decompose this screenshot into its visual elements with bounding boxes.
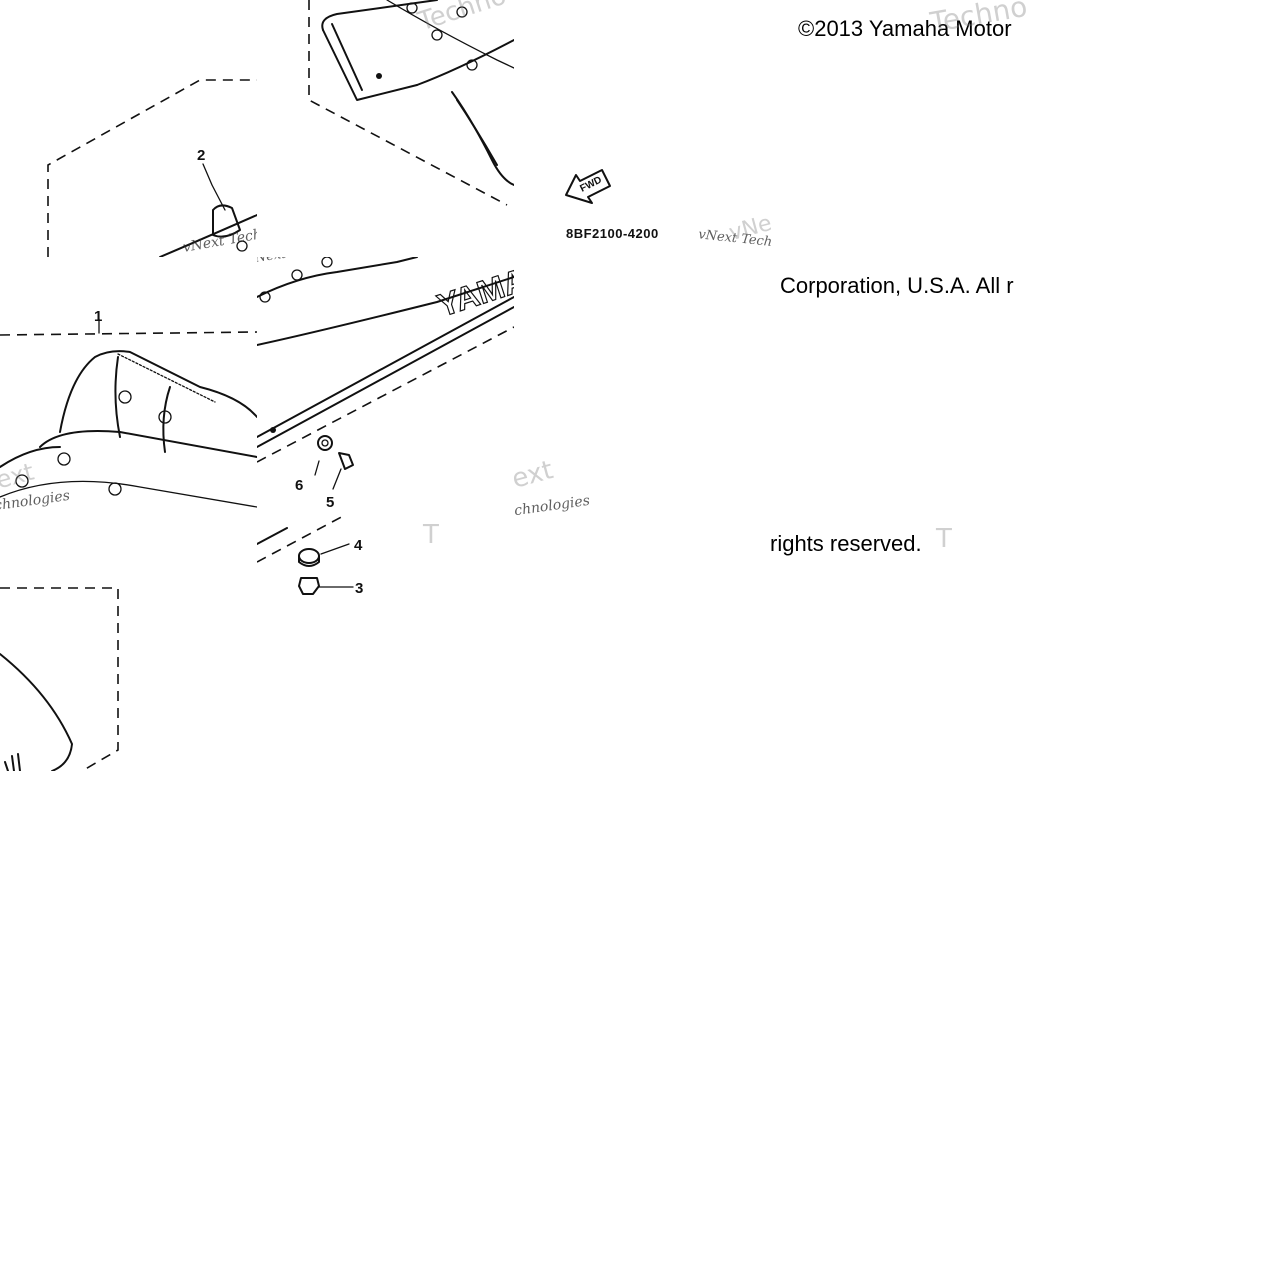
- rear-seat-drawing: [308, 0, 514, 206]
- tile-rear-seat: Techno: [257, 0, 514, 257]
- callout-5: 5: [326, 494, 334, 511]
- copyright-fragment-1: ©2013 Yamaha Motor: [798, 16, 1012, 41]
- main-seat-drawing: 1: [0, 308, 257, 508]
- seat-base-drawing: 6 5 YAMAHA: [257, 257, 514, 511]
- callout-6: 6: [295, 477, 303, 494]
- hardware-drawing: 4 3: [257, 514, 363, 597]
- outline-drawing: 2: [47, 79, 257, 257]
- tile-main-seat: 1 ext chnologies: [0, 257, 257, 514]
- watermark-chnologies-2: chnologies: [513, 492, 591, 520]
- tile-hardware: 4 3 T: [257, 514, 514, 771]
- callout-1: 1: [94, 308, 102, 325]
- callout-2: 2: [197, 147, 205, 164]
- tile-seat-base: 6 5 YAMAHA vNext Technologies: [257, 257, 514, 514]
- callout-3: 3: [355, 580, 363, 597]
- tile-dashed-outline: 2 vNext Technologies: [0, 0, 257, 257]
- fwd-arrow-drawing: FWD: [565, 169, 611, 204]
- lower-outline-drawing: [0, 587, 119, 771]
- tile-lower-outline: [0, 514, 257, 771]
- watermark-t-2: T: [936, 524, 952, 554]
- callout-4: 4: [354, 537, 363, 554]
- watermark-ext-2: ext: [508, 455, 557, 495]
- copyright-fragment-3: rights reserved.: [770, 531, 922, 556]
- part-code: 8BF2100-4200: [566, 226, 659, 241]
- copyright-fragment-2: Corporation, U.S.A. All r: [780, 273, 1014, 298]
- tile-fwd-code: FWD 8BF2100-4200 vNext Technologies vNe: [514, 0, 771, 257]
